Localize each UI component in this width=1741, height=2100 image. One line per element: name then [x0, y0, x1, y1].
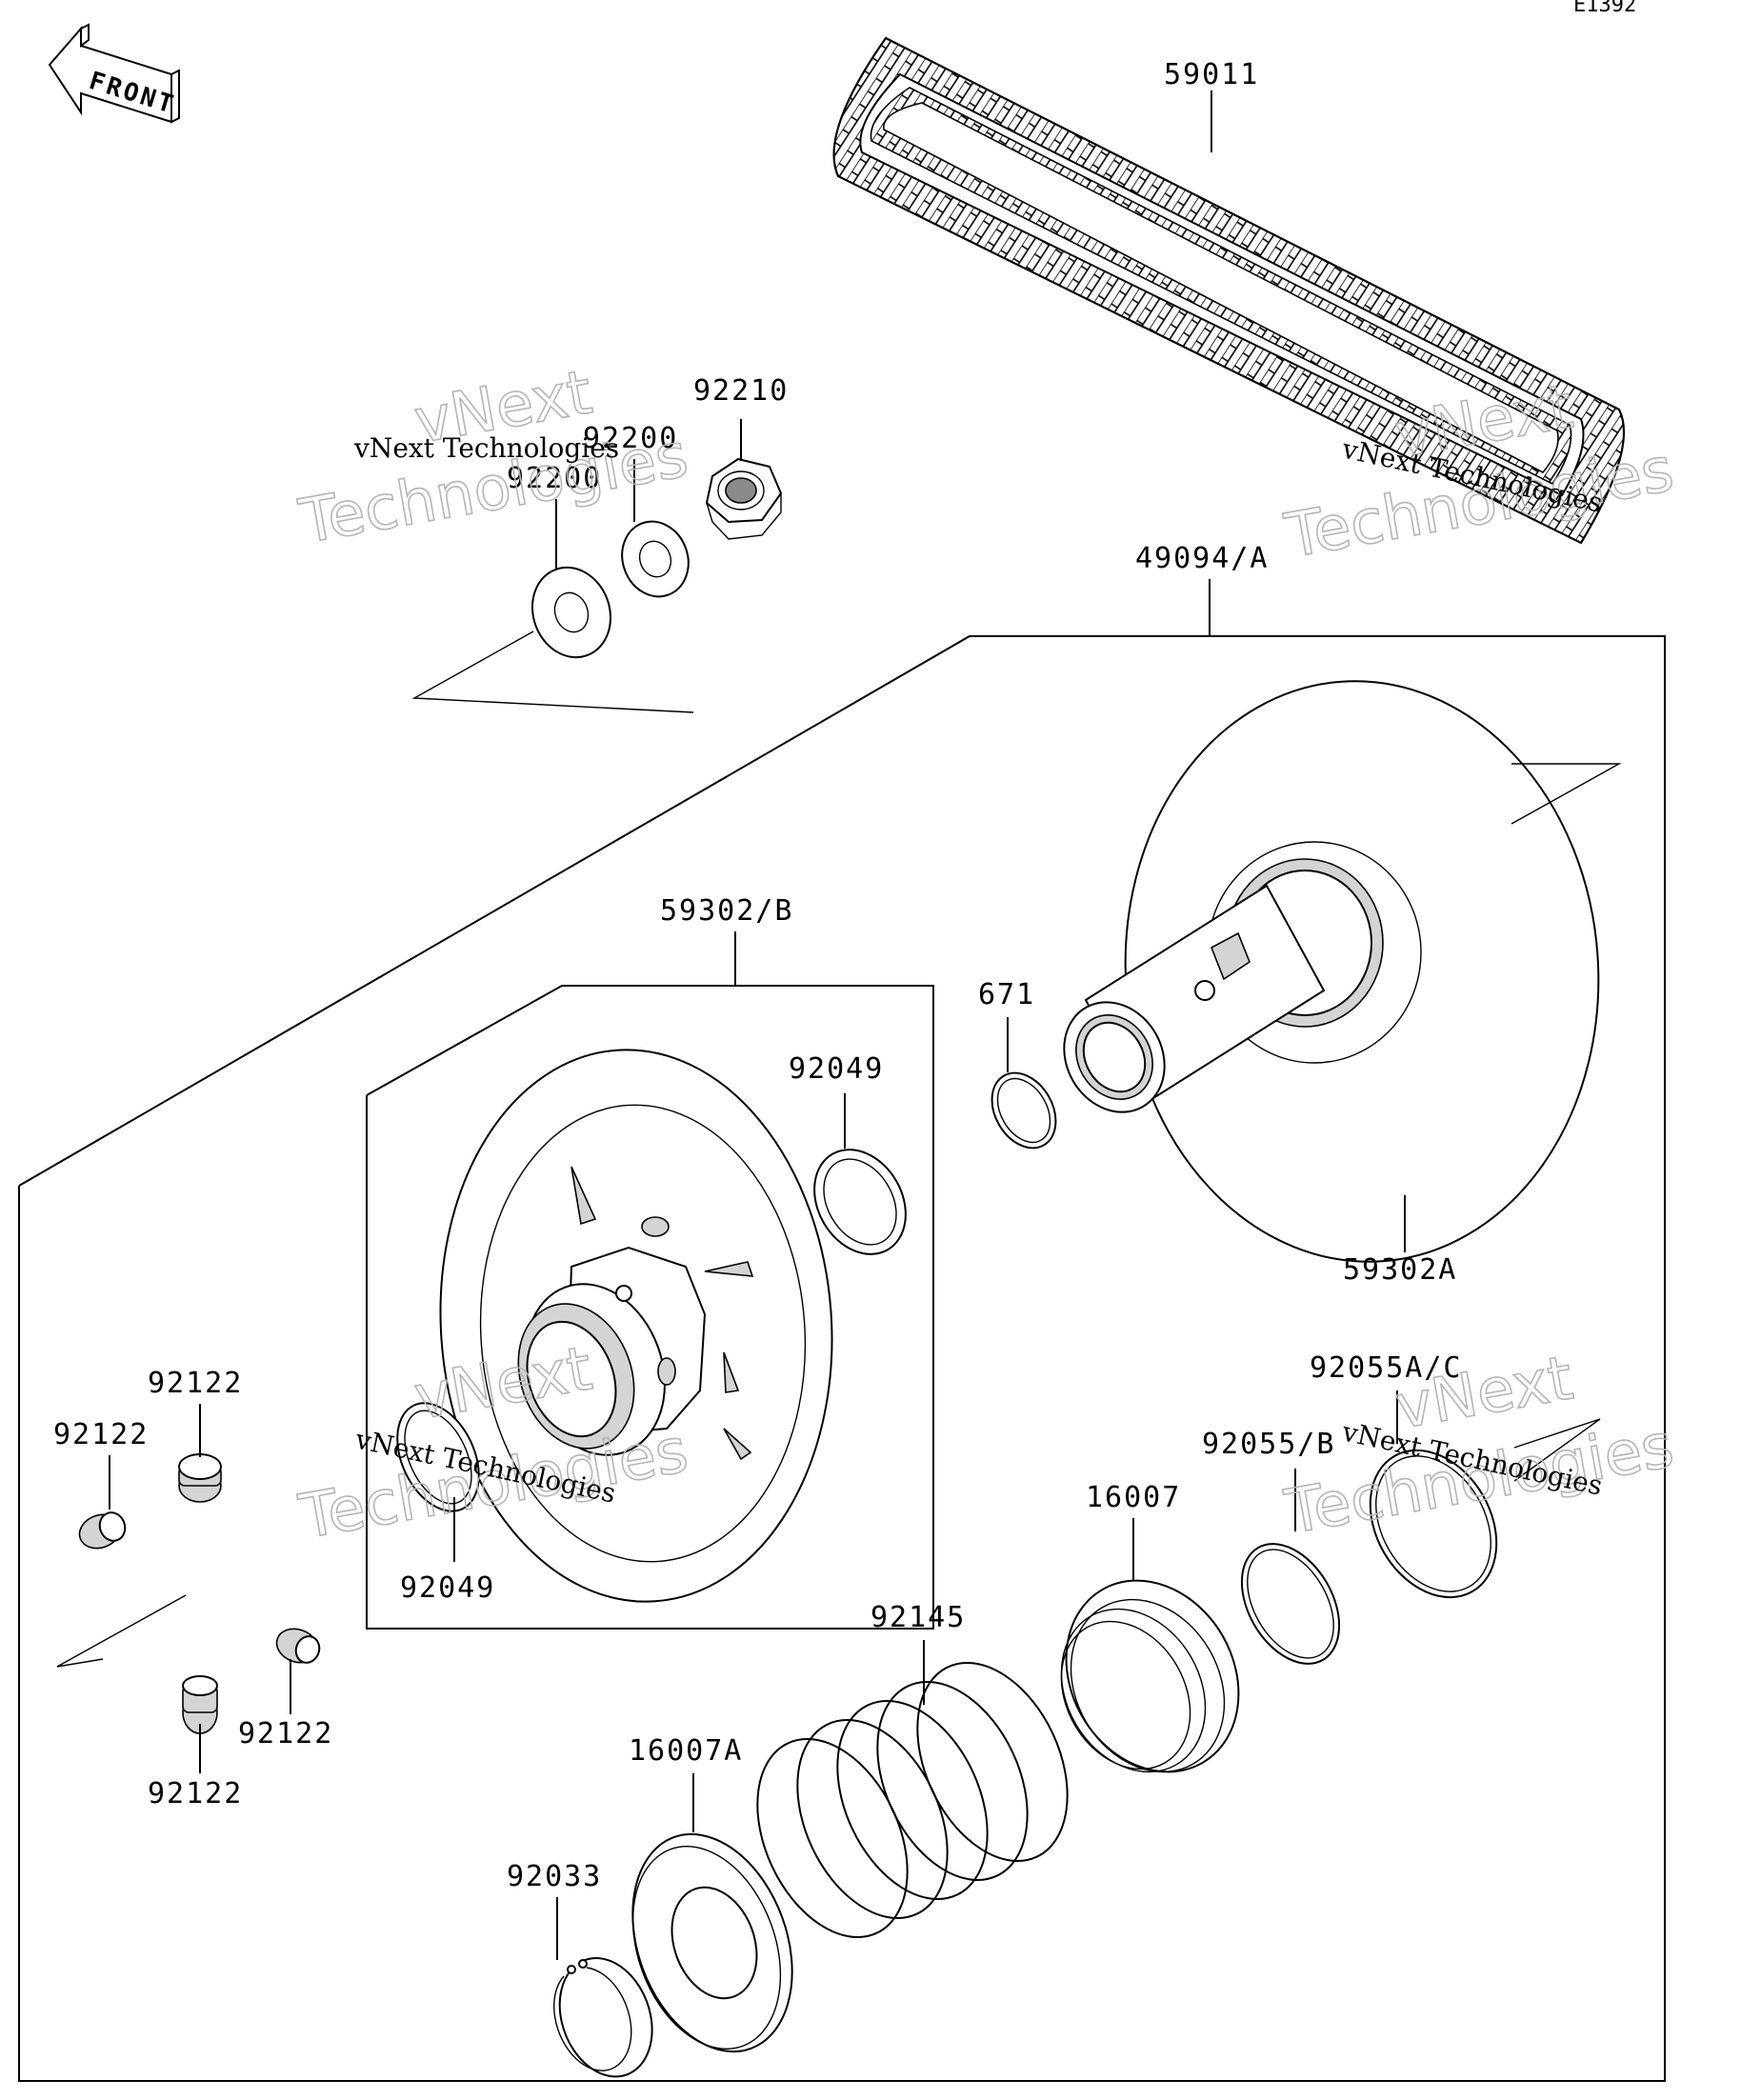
label-weight-4: 92122	[148, 1777, 243, 1810]
label-ring-b: 92055/B	[1202, 1428, 1335, 1461]
label-ring-c: 92055A/C	[1310, 1351, 1463, 1385]
weight-1	[178, 1453, 222, 1503]
axis-line-ring	[1513, 1418, 1601, 1482]
label-nut: 92210	[693, 374, 789, 408]
seal-lower	[396, 1402, 480, 1512]
spring	[756, 1662, 1069, 1938]
seal-upper	[813, 1149, 907, 1255]
label-cam: 16007	[1086, 1481, 1181, 1514]
label-seal-upper: 92049	[789, 1052, 884, 1086]
label-spring-seat: 16007A	[629, 1734, 743, 1768]
svg-text:vNext Technologies: vNext Technologies	[353, 432, 619, 464]
label-belt: 59011	[1164, 58, 1259, 91]
label-weight-1: 92122	[148, 1367, 243, 1400]
front-arrow-icon: FRONT	[48, 23, 180, 124]
label-o-ring: 671	[978, 978, 1035, 1011]
sheave-frame	[366, 985, 934, 1630]
label-washer-outer: 92200	[507, 462, 602, 495]
label-fixed-sheave: 59302A	[1343, 1253, 1457, 1287]
ring-b	[1240, 1543, 1341, 1665]
diagram-code: E1392	[1573, 0, 1636, 17]
label-seal-lower: 92049	[400, 1571, 495, 1605]
ring-c	[1369, 1449, 1498, 1599]
axis-line-right	[1511, 763, 1622, 825]
label-weight-2: 92122	[53, 1418, 149, 1451]
weight-3	[275, 1628, 321, 1664]
label-weight-3: 92122	[238, 1717, 333, 1750]
circlip	[553, 1957, 653, 2078]
o-ring	[991, 1071, 1057, 1150]
movable-sheave	[439, 1049, 833, 1603]
drive-belt	[832, 36, 1626, 545]
label-assembly: 49094/A	[1135, 542, 1269, 575]
label-circlip: 92033	[507, 1860, 602, 1893]
weight-4	[182, 1675, 218, 1734]
label-washer-inner: 92200	[583, 422, 678, 455]
label-spring: 92145	[870, 1601, 966, 1634]
svg-text:Technologies: Technologies	[1280, 1410, 1679, 1548]
washer-outer	[530, 566, 612, 659]
weight-2	[78, 1511, 127, 1550]
axis-line-left	[56, 1594, 187, 1668]
hex-nut	[705, 457, 783, 540]
cam	[1060, 1579, 1240, 1773]
fixed-sheave	[1063, 680, 1600, 1263]
label-sheave-set: 59302/B	[660, 894, 793, 928]
assembly-frame	[18, 635, 1666, 2082]
spring-seat	[631, 1832, 793, 2053]
axis-line-top	[411, 630, 694, 713]
washer-inner	[621, 520, 690, 598]
